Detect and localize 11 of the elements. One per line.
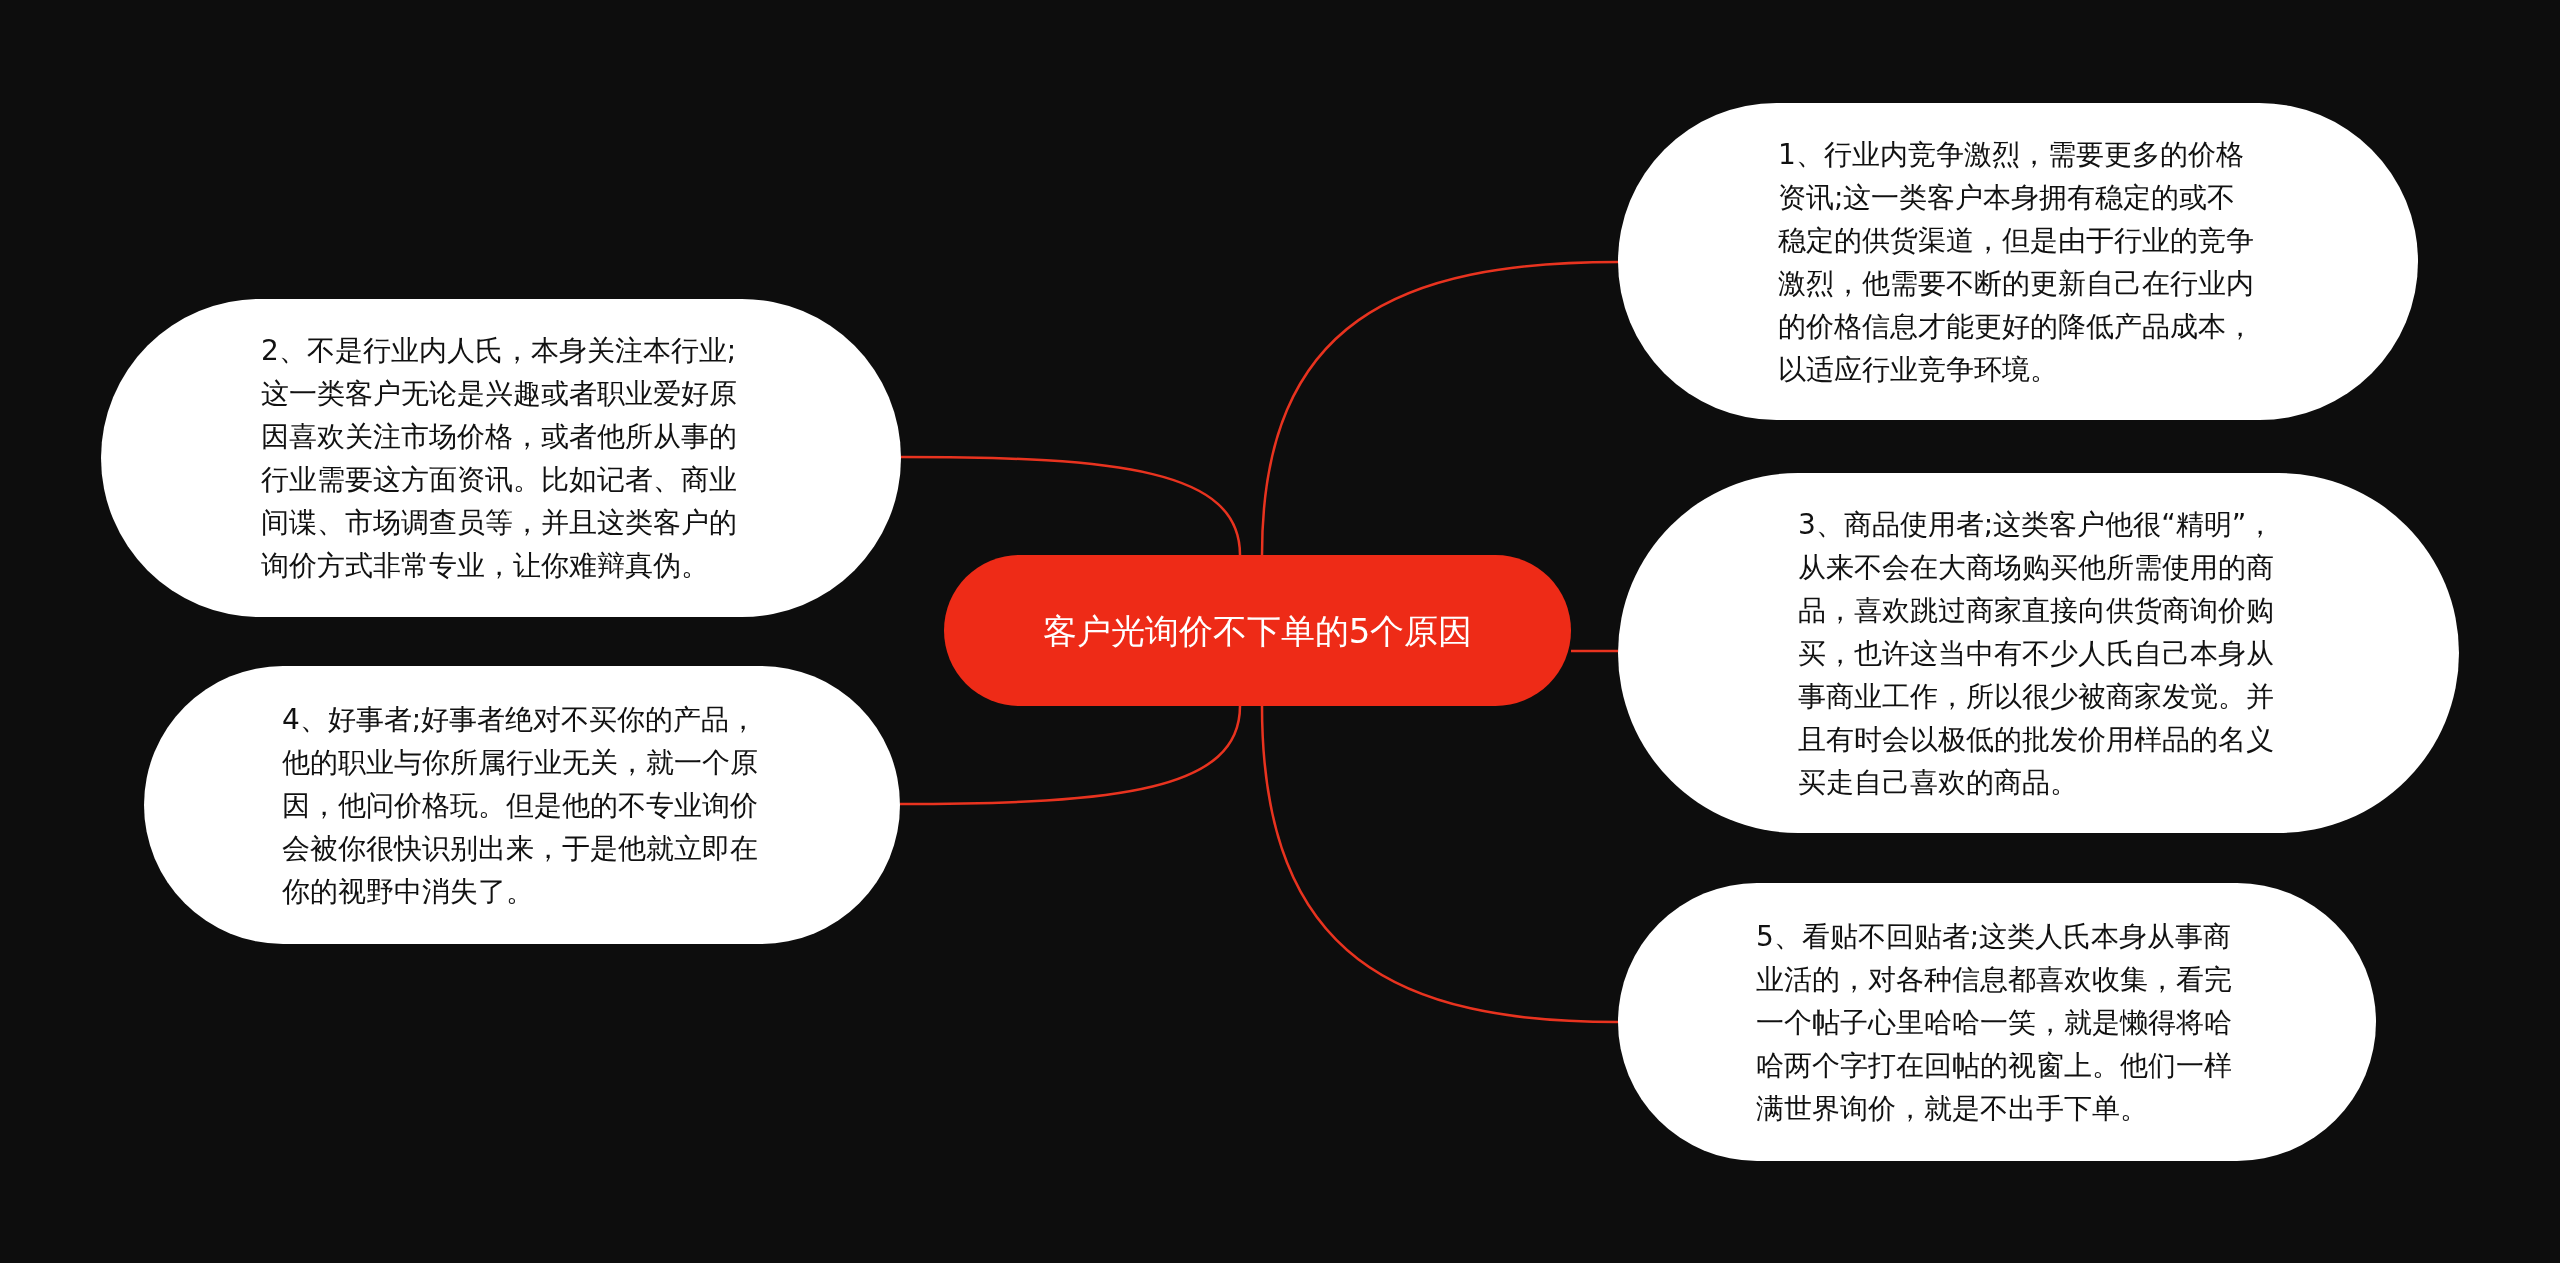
connector-line xyxy=(1260,705,1619,1024)
branch-text: 2、不是行业内人氏，本身关注本行业;这一类客户无论是兴趣或者职业爱好原因喜欢关注市场价格，或者他所从事的行业需要这方面资讯。比如记者、商业间谍、市场调查员等，并且这类客户的询价方式非常专业，让你难辩真伪。 xyxy=(261,333,738,584)
branch-text: 5、看贴不回贴者;这类人氏本身从事商业活的，对各种信息都喜欢收集，看完一个帖子心里哈哈一笑，就是懒得将哈哈两个字打在回帖的视窗上。他们一样满世界询价，就是不出手下单。 xyxy=(1756,918,2233,1127)
connector-line xyxy=(1260,260,1619,556)
branch-text: 1、行业内竞争激烈，需要更多的价格资讯;这一类客户本身拥有稳定的或不稳定的供货渠道，但是由于行业的竞争激烈，他需要不断的更新自己在行业内的价格信息才能更好的降低产品成本，以适应行业竞争环境。 xyxy=(1778,136,2255,388)
connector-line xyxy=(900,705,1242,806)
branch-text: 3、商品使用者;这类客户他很“精明”，从来不会在大商场购买他所需使用的商品，喜欢跳过商家直接向供货商询价购买，也许这当中有不少人氏自己本身从事商业工作，所以很少被商家发觉。并且有时会以极低的批发价用样品的名义买走自己喜欢的商品。 xyxy=(1798,506,2276,801)
connector-line xyxy=(901,455,1242,556)
topic-title: 客户光询价不下单的5个原因 xyxy=(1042,609,1473,653)
branch-text: 4、好事者;好事者绝对不买你的产品，他的职业与你所属行业无关，就一个原因，他问价格玩。但是他的不专业询价会被你很快识别出来，于是他就立即在你的视野中消失了。 xyxy=(282,701,759,910)
connector-line xyxy=(1571,649,1618,653)
